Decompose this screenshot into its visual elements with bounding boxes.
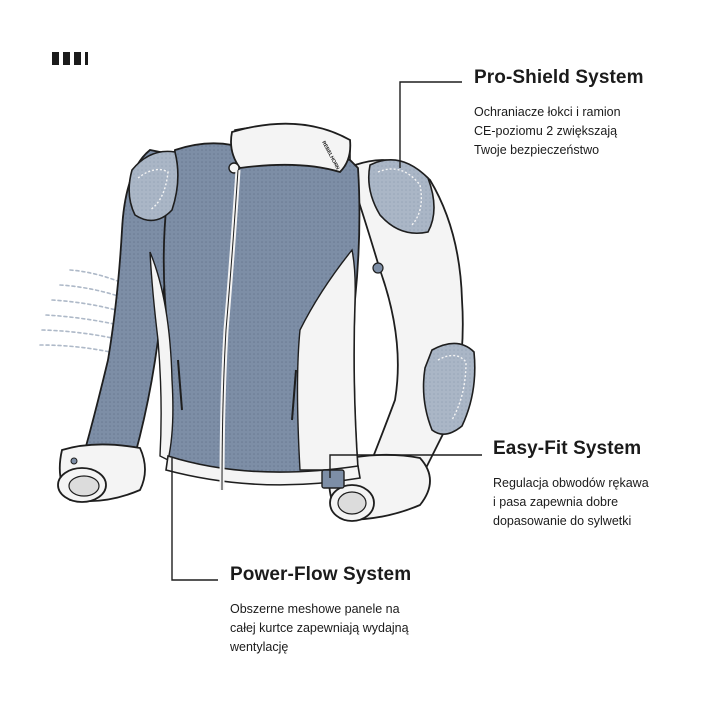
power-flow-description: Obszerne meshowe panele na całej kurtce … — [230, 602, 409, 654]
easy-fit-description: Regulacja obwodów rękawa i pasa zapewnia… — [493, 476, 649, 528]
right-pocket-zipper — [291, 369, 297, 421]
left-side-panel — [149, 251, 174, 462]
left-shoulder-armor — [128, 150, 179, 222]
pro-shield-leader-line — [399, 81, 462, 168]
sleeve-adjuster-strap — [321, 469, 345, 489]
power-flow-title: Power-Flow System — [230, 564, 412, 585]
airflow-lines-icon — [39, 269, 121, 353]
elbow-armor — [422, 342, 476, 435]
waist-band — [165, 454, 361, 486]
right-shoulder-armor — [367, 158, 435, 234]
left-pocket-zipper — [177, 359, 183, 411]
pro-shield-description: Ochraniacze łokci i ramion CE-poziomu 2 … — [474, 105, 621, 157]
easy-fit-callout: Easy-Fit System Regulacja obwodów rękawa… — [493, 438, 713, 531]
pro-shield-callout: Pro-Shield System Ochraniacze łokci i ra… — [474, 67, 704, 160]
pro-shield-title: Pro-Shield System — [474, 67, 644, 88]
power-flow-callout: Power-Flow System Obszerne meshowe panel… — [230, 564, 470, 657]
easy-fit-title: Easy-Fit System — [493, 438, 642, 459]
brand-logo-icon — [52, 52, 96, 66]
easy-fit-leader-line — [329, 454, 482, 478]
power-flow-leader-line — [171, 458, 218, 581]
